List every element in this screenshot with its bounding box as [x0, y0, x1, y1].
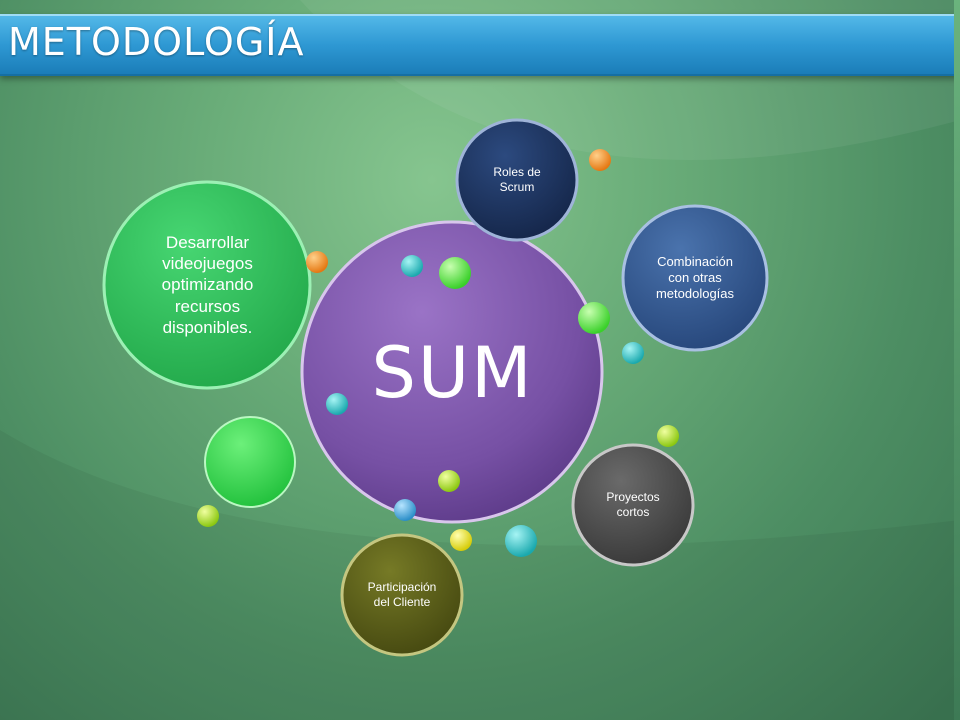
node-roles-bubble — [455, 118, 579, 242]
lime-dot — [197, 505, 219, 527]
teal-dot — [622, 342, 644, 364]
blue-dot — [394, 499, 416, 521]
lime-dot — [438, 470, 460, 492]
center-bubble — [300, 220, 604, 524]
node-label-proyectos: Proyectos cortos — [606, 490, 660, 519]
right-edge-strip — [954, 0, 960, 720]
node-label-roles: Roles de Scrum — [493, 165, 541, 194]
center-label: SUM — [371, 331, 534, 414]
node-combinacion-bubble — [621, 204, 769, 352]
node-participacion-bubble — [340, 533, 464, 657]
page-title: METODOLOGÍA — [8, 20, 305, 64]
orange-dot — [589, 149, 611, 171]
node-proyectos-bubble — [571, 443, 695, 567]
green-dot — [439, 257, 471, 289]
teal-dot — [401, 255, 423, 277]
node-label-participacion: Participación del Cliente — [367, 580, 437, 609]
green-dot — [578, 302, 610, 334]
node-desarrollar-bubble — [102, 180, 312, 390]
teal-dot — [326, 393, 348, 415]
node-label-combinacion: Combinación con otras metodologías — [655, 253, 735, 302]
orange-dot — [306, 251, 328, 273]
teal-dot — [505, 525, 537, 557]
lime-dot — [657, 425, 679, 447]
node-label-desarrollar: Desarrollar videojuegos optimizando recu… — [161, 232, 254, 337]
empty-green-bubble — [204, 416, 296, 508]
background-sweep — [0, 430, 960, 720]
title-bar: METODOLOGÍA — [0, 14, 958, 76]
yellow-dot — [450, 529, 472, 551]
